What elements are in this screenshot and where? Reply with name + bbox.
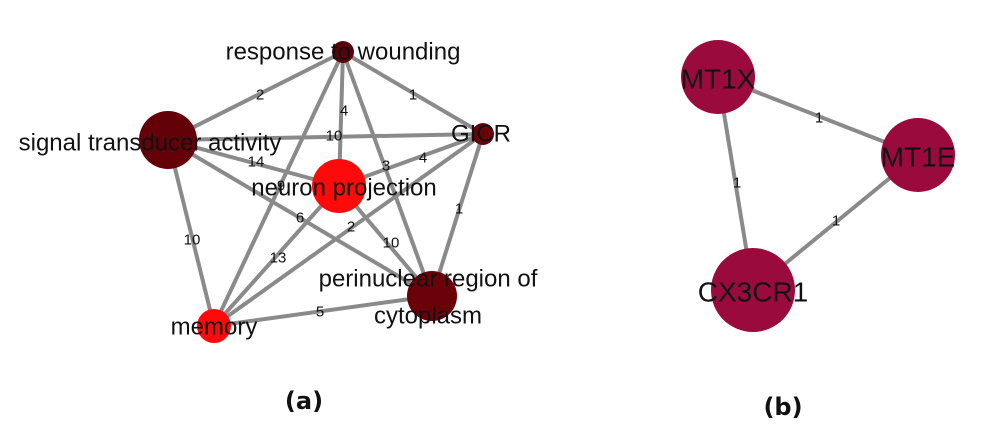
edge-gicr-perinuclear <box>430 132 485 298</box>
node-label-response-to-wounding: response to wounding <box>226 39 461 66</box>
node-label-neuron-projection: neuron projection <box>251 175 436 202</box>
node-label-cx3cr1: CX3CR1 <box>698 277 808 308</box>
node-label-perinuclear-line1: perinuclear region of <box>319 266 538 293</box>
node-gicr[interactable] <box>472 123 494 145</box>
edge-label: 10 <box>383 235 400 252</box>
edge-label: 1 <box>409 87 417 104</box>
edge-label: 1 <box>815 110 823 127</box>
edge-gicr-memory <box>212 132 485 328</box>
panel-b-node-labels: MT1X MT1E CX3CR1 <box>681 64 956 308</box>
edge-label: 6 <box>296 210 304 227</box>
panel-b-caption: (b) <box>763 393 802 421</box>
node-cx3cr1[interactable] <box>711 248 795 332</box>
node-response-to-wounding[interactable] <box>332 41 354 63</box>
panel-a-node-labels: response to wounding GICR signal transdu… <box>19 39 538 341</box>
node-label-gicr: GICR <box>451 121 511 148</box>
edge-label: 10 <box>184 232 201 249</box>
edge-response-gicr <box>341 50 485 136</box>
edge-label: 4 <box>340 103 348 120</box>
edge-label: 9 <box>277 178 285 195</box>
node-memory[interactable] <box>197 309 231 343</box>
node-perinuclear-region[interactable] <box>407 271 457 321</box>
edge-label: 13 <box>270 250 287 267</box>
panel-a-caption: (a) <box>285 387 323 415</box>
node-label-perinuclear-line2: cytoplasm <box>374 303 482 330</box>
edge-label: 14 <box>248 154 265 171</box>
edge-label: 2 <box>256 87 264 104</box>
node-signal-transducer-activity[interactable] <box>139 111 197 169</box>
edge-signal-gicr <box>166 132 485 142</box>
node-label-mt1e: MT1E <box>881 142 956 173</box>
node-neuron-projection[interactable] <box>312 159 366 213</box>
node-label-memory: memory <box>171 314 258 341</box>
panel-b-nodes <box>681 40 955 332</box>
edge-label: 1 <box>832 213 840 230</box>
edge-label: 3 <box>382 158 390 175</box>
edge-label: 4 <box>419 150 427 167</box>
edge-label: 5 <box>316 304 324 321</box>
edge-label: 2 <box>347 219 355 236</box>
node-mt1x[interactable] <box>681 40 755 114</box>
edge-label: 1 <box>455 201 463 218</box>
panel-a-nodes <box>139 41 494 343</box>
edge-label: 10 <box>326 128 343 145</box>
panel-a-edge-labels: 2 1 4 10 14 3 4 9 6 1 10 2 10 13 5 <box>184 87 464 321</box>
node-mt1e[interactable] <box>881 118 955 192</box>
edge-signal-response <box>166 50 345 142</box>
edge-response-memory <box>212 50 345 328</box>
panel-b-edge-labels: 1 1 1 <box>733 110 840 230</box>
edge-memory-perinuclear <box>212 294 434 328</box>
edge-neuron-memory <box>212 184 341 328</box>
edge-signal-perinuclear <box>166 138 434 298</box>
edge-signal-neuron <box>166 138 341 188</box>
edge-response-perinuclear <box>341 50 434 298</box>
node-label-signal-transducer-activity: signal transducer activity <box>19 130 282 157</box>
edge-signal-memory <box>166 138 216 328</box>
node-label-mt1x: MT1X <box>681 64 756 95</box>
edge-label: 1 <box>733 175 741 192</box>
